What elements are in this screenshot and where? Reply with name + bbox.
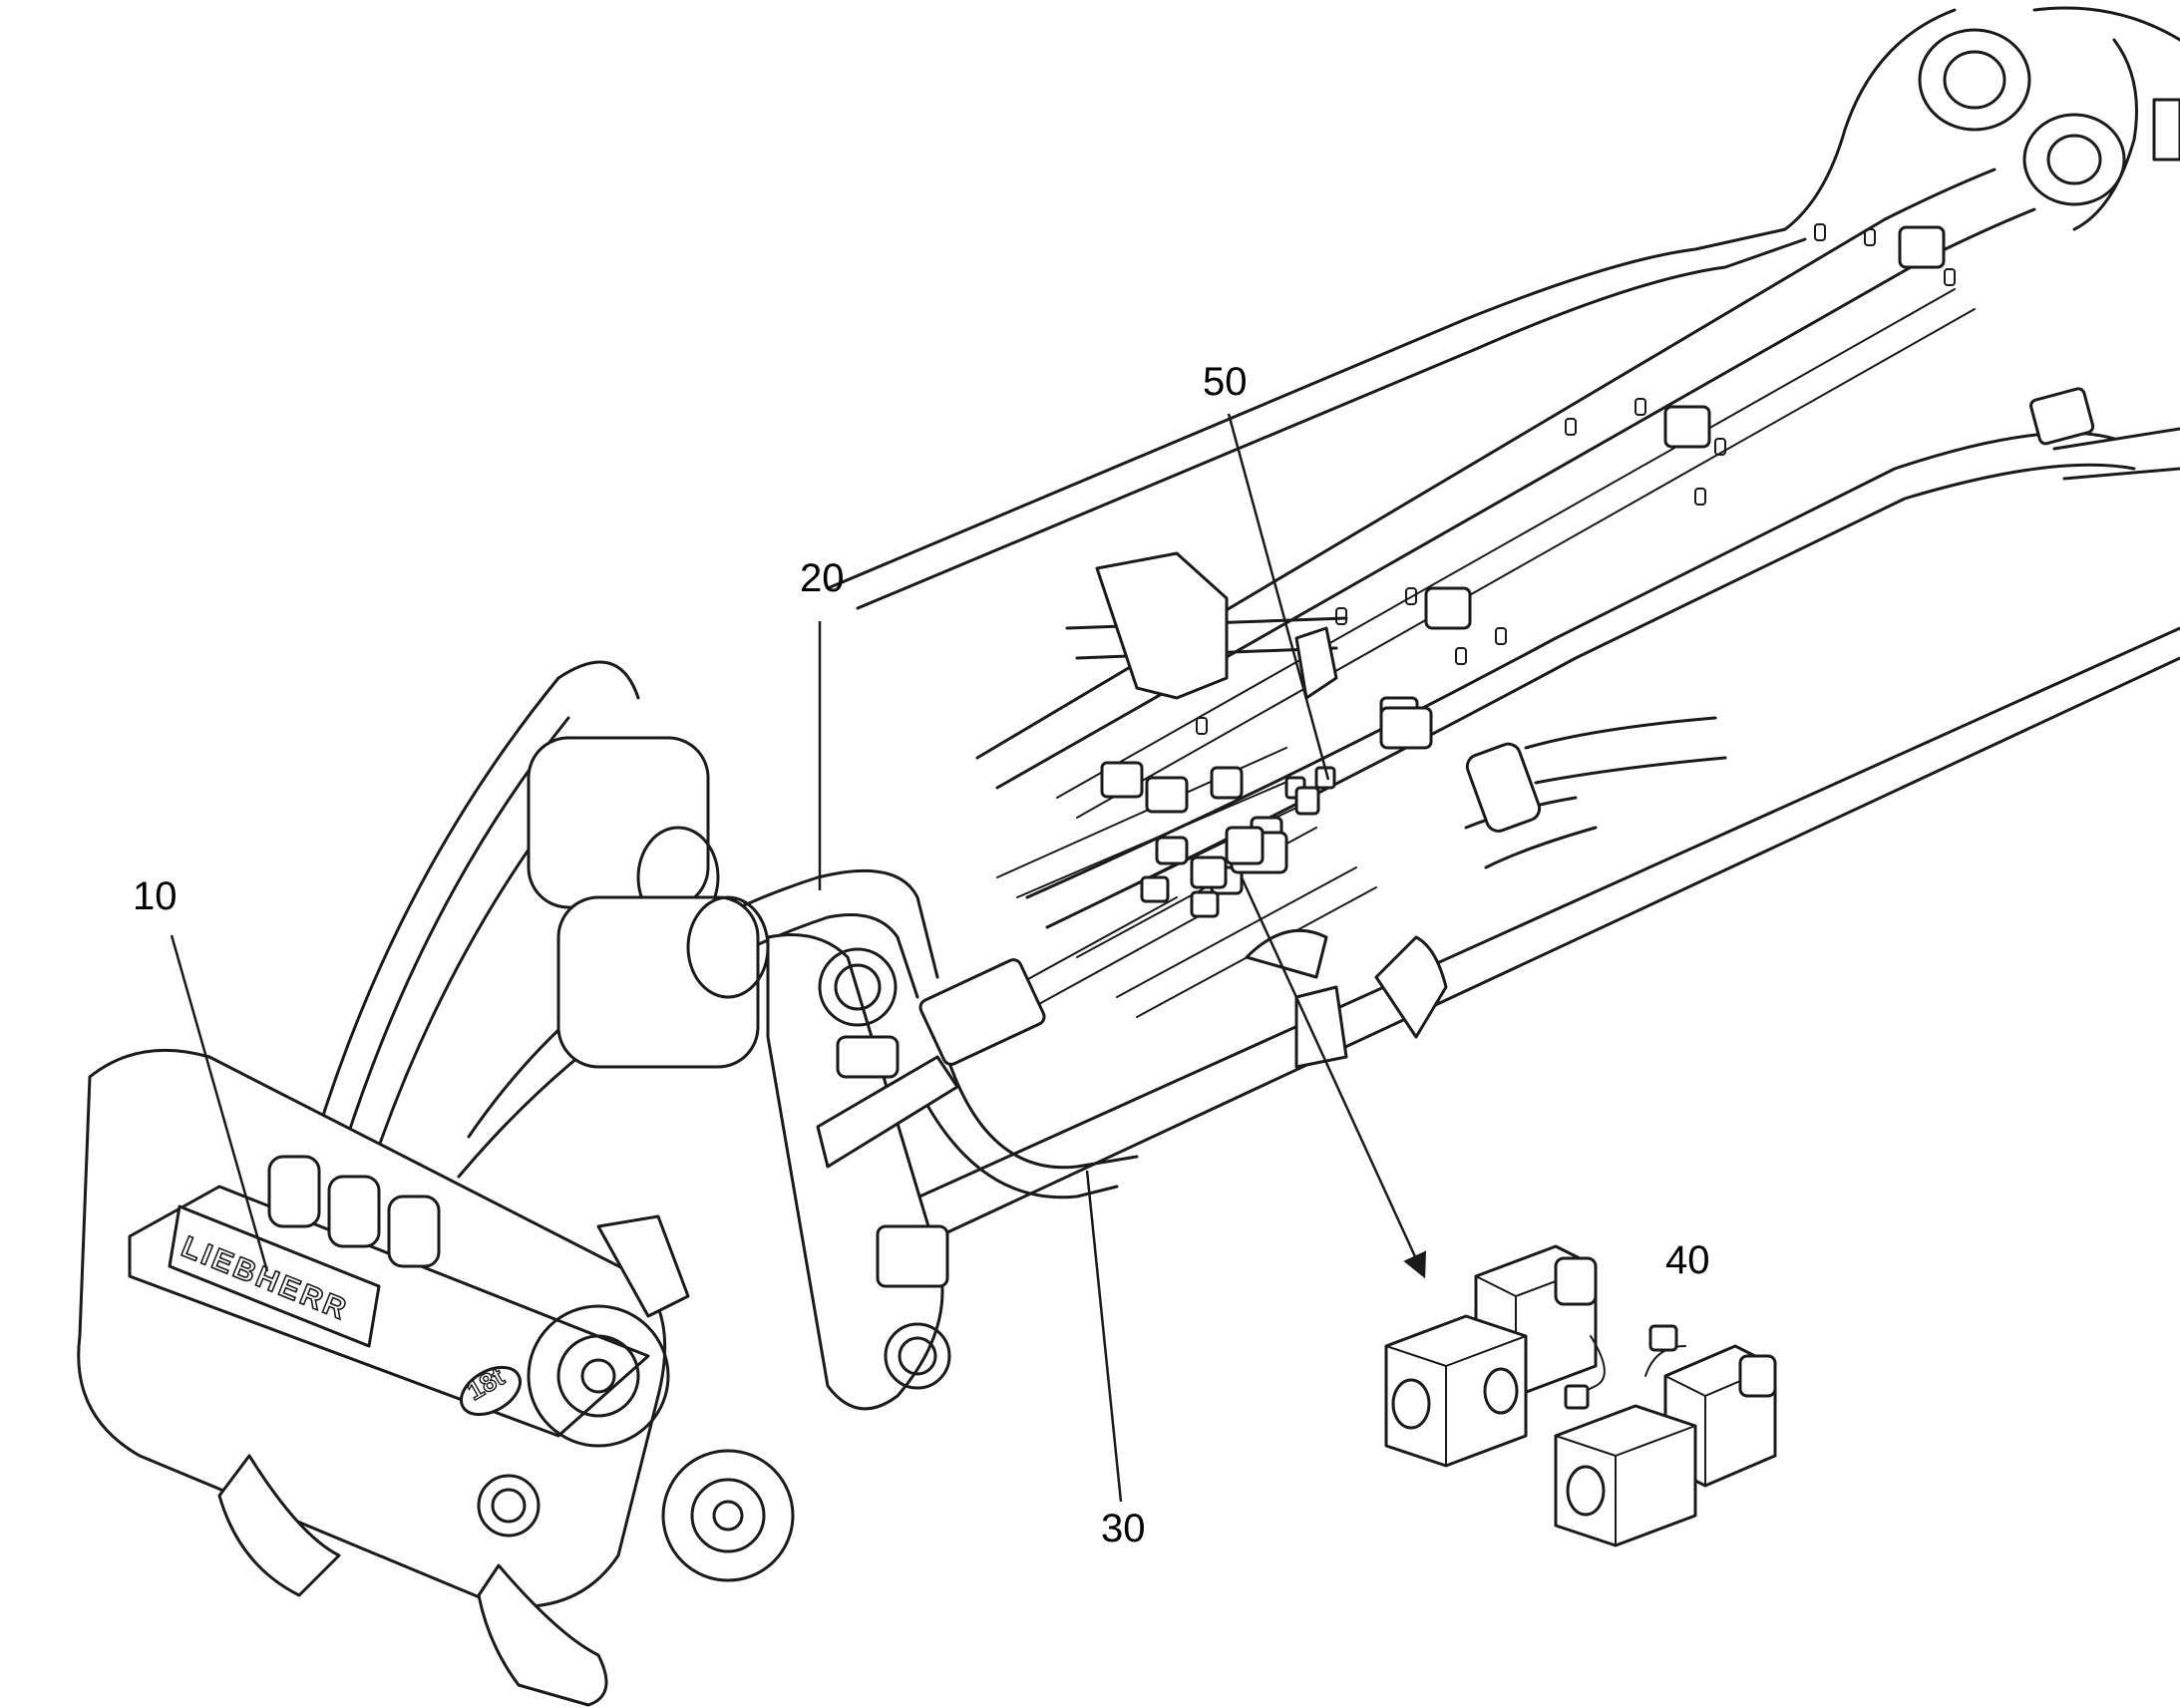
boom-body — [826, 6, 2180, 1248]
boom-cylinder-hoses — [976, 551, 1727, 1069]
callout-50: 50 — [1203, 360, 1248, 404]
callout-10: 10 — [133, 874, 178, 918]
leader-30 — [1085, 1170, 1123, 1503]
callout-30: 30 — [1101, 1507, 1146, 1550]
callout-20: 20 — [800, 556, 845, 600]
callout-40: 40 — [1665, 1238, 1710, 1282]
leader-50 — [1227, 413, 1330, 781]
quick-coupler — [77, 660, 1139, 1707]
leader-40-arrow — [1240, 876, 1427, 1279]
solenoid-valves-detail — [1384, 1244, 1777, 1547]
leader-10 — [170, 934, 269, 1272]
leader-lines — [170, 413, 1427, 1503]
